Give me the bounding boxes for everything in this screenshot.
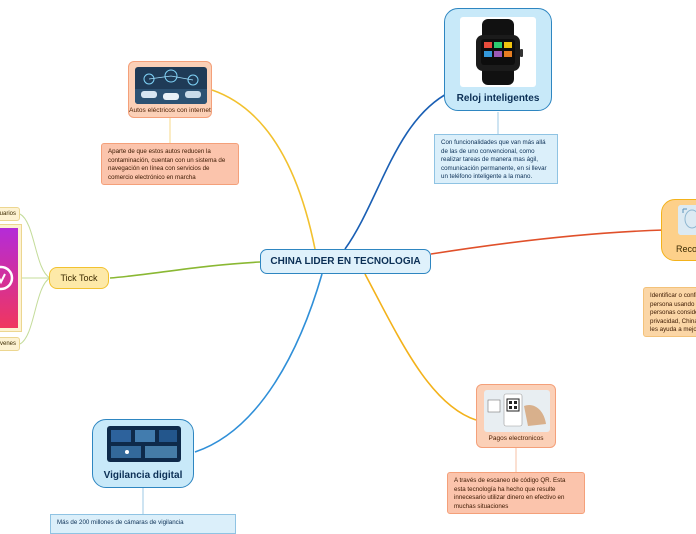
qr-payment-image <box>484 390 550 432</box>
pagos-node[interactable]: Pagos electronicos <box>476 384 556 448</box>
link-autos <box>211 89 316 250</box>
surveillance-image <box>107 426 181 462</box>
reco-title: Reco <box>676 244 696 254</box>
autos-node[interactable]: Autos eléctricos con internet <box>128 61 212 118</box>
reco-node[interactable]: Reco <box>661 199 696 261</box>
link-reco <box>430 229 665 255</box>
vigilancia-title: Vigilancia digital <box>103 470 183 481</box>
car-network-image <box>135 67 207 104</box>
tick-left-top[interactable]: suarios <box>0 207 20 221</box>
reco-note[interactable]: Identificar o confi persona usando s per… <box>643 287 696 337</box>
link-vigilancia <box>194 273 323 453</box>
face-recognition-image <box>678 205 696 235</box>
link-reloj <box>344 91 451 250</box>
central-topic[interactable]: CHINA LIDER EN TECNOLOGIA <box>260 249 431 274</box>
tick-left-bottom[interactable]: óvenes <box>0 337 20 351</box>
vigilancia-note[interactable]: Más de 200 millones de cámaras de vigila… <box>50 514 236 534</box>
smartwatch-image <box>460 17 536 87</box>
autos-title: Autos eléctricos con internet <box>129 107 211 114</box>
tick-node[interactable]: Tick Tock <box>49 267 109 289</box>
link-tick-up <box>19 213 51 279</box>
reloj-title: Reloj inteligentes <box>456 93 540 104</box>
connector-lines <box>19 89 665 514</box>
link-tick <box>109 261 261 279</box>
reloj-note[interactable]: Con funcionalidades que van más allá de … <box>434 134 558 184</box>
autos-note[interactable]: Aparte de que estos autos reducen la con… <box>101 143 239 185</box>
link-tick-down <box>19 277 51 345</box>
link-pagos <box>364 273 477 421</box>
pagos-title: Pagos electronicos <box>488 435 544 442</box>
vigilancia-node[interactable]: Vigilancia digital <box>92 419 194 488</box>
reloj-node[interactable]: Reloj inteligentes <box>444 8 552 111</box>
pagos-note[interactable]: A través de escaneo de código QR. Esta e… <box>447 472 585 514</box>
tiktok-logo-image <box>0 224 22 332</box>
